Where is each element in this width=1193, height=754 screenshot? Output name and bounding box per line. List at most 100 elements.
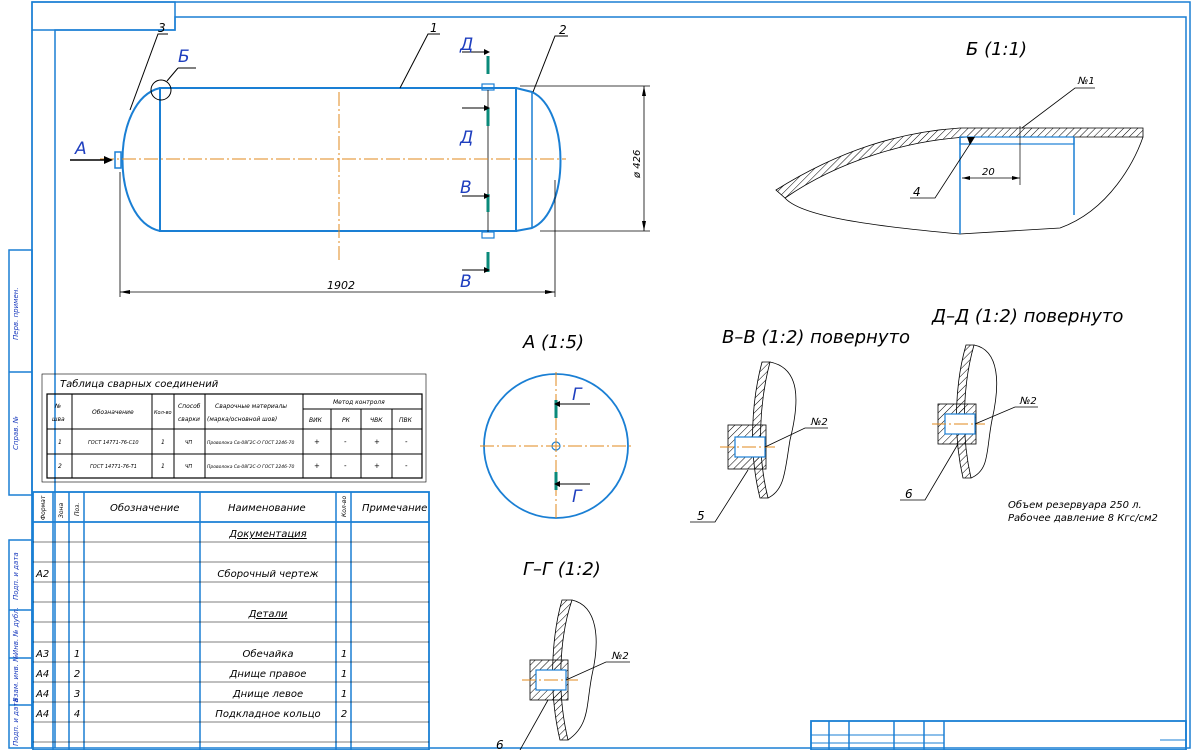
- callout-1: 1: [430, 21, 438, 35]
- side-stamp: Перв. примен. Справ. № Подп. и дата Инв.…: [8, 249, 33, 749]
- spec-cell-name: Подкладное кольцо: [215, 709, 320, 720]
- spec-table: Формат Зона Поз. Обозначение Наименовани…: [32, 491, 430, 751]
- spec-cell-name: Документация: [228, 529, 306, 540]
- mark-d-mid: Д: [459, 128, 473, 148]
- stamp-label-first-use: Перв. примен.: [12, 287, 20, 340]
- welds-cell: -: [405, 462, 408, 470]
- spec-row: А2 Сборочный чертеж: [33, 568, 429, 583]
- detail-b-mark-n1: №1: [1077, 76, 1095, 87]
- view-a: А (1:5) Г Г: [480, 332, 632, 520]
- stamp-label-ref-no: Справ. №: [12, 416, 20, 450]
- callout-2: 2: [559, 23, 567, 37]
- detail-b-marker: [150, 79, 172, 101]
- mark-d-top: Д: [459, 35, 473, 55]
- welds-cell: -: [405, 438, 408, 446]
- note-volume: Объем резервуара 250 л.: [1008, 499, 1142, 511]
- stamp-label-sign-date-1: Подп. и дата: [12, 552, 20, 600]
- detail-b-title: Б (1:1): [966, 39, 1027, 60]
- dim-20: 20: [982, 167, 995, 178]
- welds-cell: 1: [161, 439, 165, 446]
- section-vv: В–В (1:2) повернуто №2 5: [690, 327, 910, 523]
- spec-cell-pos: 4: [74, 709, 80, 720]
- spec-cell-format: А2: [35, 569, 49, 580]
- welds-row-2: 2 ГОСТ 14771-76-Т1 1 ЧП Проволока Св-08Г…: [58, 462, 408, 470]
- dim-diameter: ø 426: [632, 150, 643, 179]
- spec-cell-pos: 2: [74, 669, 80, 680]
- section-gg: Г–Г (1:2) №2 6: [496, 559, 630, 752]
- stamp-label-replace-inv: Взам. инв. №: [12, 654, 20, 702]
- section-vv-title: В–В (1:2) повернуто: [722, 327, 910, 348]
- spec-hdr-format: Формат: [40, 495, 47, 520]
- spec-cell-format: А4: [35, 669, 49, 680]
- spec-cell-qty: 2: [341, 709, 347, 720]
- welds-cell: +: [374, 438, 380, 446]
- welds-row-1: 1 ГОСТ 14771-76-С10 1 ЧП Проволока Св-08…: [58, 438, 408, 446]
- note-pressure: Рабочее давление 8 Кгс/см2: [1008, 512, 1158, 524]
- welds-cell: Проволока Св-08Г2С-О ГОСТ 2246-70: [207, 464, 294, 470]
- section-gg-callout-6: 6: [496, 738, 504, 750]
- spec-hdr-designation: Обозначение: [110, 502, 179, 514]
- welds-cell: -: [344, 462, 347, 470]
- notes: Объем резервуара 250 л. Рабочее давление…: [1008, 499, 1158, 524]
- mark-a: А: [74, 139, 87, 159]
- welds-hdr-control-1: ВИК: [309, 417, 323, 424]
- welds-cell: +: [374, 462, 380, 470]
- spec-cell-pos: 1: [74, 649, 80, 660]
- spec-cell-pos: 3: [74, 689, 80, 700]
- welds-table: Таблица сварных соединений № шва Обознач…: [41, 373, 427, 483]
- spec-cell-name: Обечайка: [243, 648, 294, 660]
- welds-cell: 1: [58, 439, 62, 446]
- mark-g-bot: Г: [572, 487, 583, 507]
- welds-hdr-num-1: №: [54, 403, 61, 410]
- spec-cell-name: Днище левое: [232, 689, 303, 700]
- spec-cell-name: Детали: [248, 609, 288, 620]
- welds-cell: 1: [161, 463, 165, 470]
- section-vv-mark-n2: №2: [810, 417, 828, 428]
- section-dd: Д–Д (1:2) повернуто №2 6: [900, 306, 1123, 501]
- welds-hdr-control-4: ПВК: [399, 417, 413, 424]
- spec-cell-format: А3: [35, 649, 49, 660]
- welds-hdr-materials-1: Сварочные материалы: [215, 403, 287, 410]
- mark-g-top: Г: [572, 385, 583, 405]
- section-dd-title: Д–Д (1:2) повернуто: [931, 306, 1123, 327]
- spec-hdr-zone: Зона: [58, 503, 65, 518]
- drawing-frame: [31, 1, 1191, 749]
- dim-length: 1902: [327, 279, 355, 292]
- callout-4: 4: [913, 185, 921, 199]
- welds-cell: ГОСТ 14771-76-Т1: [90, 464, 137, 470]
- title-block: [810, 720, 1187, 751]
- mark-b: Б: [178, 47, 190, 67]
- welds-hdr-designation: Обозначение: [92, 409, 134, 416]
- section-dd-mark-n2: №2: [1019, 396, 1037, 407]
- welds-cell: ЧП: [185, 440, 192, 446]
- spec-row: Документация: [33, 529, 429, 543]
- welds-hdr-control-2: РК: [342, 417, 351, 424]
- welds-cell: ГОСТ 14771-76-С10: [88, 440, 139, 446]
- stamp-label-sign-date-2: Подп. и дата: [12, 698, 20, 746]
- spec-hdr-name: Наименование: [228, 503, 306, 514]
- spec-cell-format: А4: [35, 709, 49, 720]
- spec-hdr-qty: Кол-во: [341, 496, 348, 517]
- welds-hdr-method-2: сварки: [178, 416, 200, 423]
- spec-cell-qty: 1: [341, 689, 347, 700]
- welds-hdr-method-1: Способ: [178, 403, 201, 410]
- view-a-title: А (1:5): [522, 332, 584, 353]
- spec-cell-format: А4: [35, 689, 49, 700]
- welds-cell: ЧП: [185, 464, 192, 470]
- section-dd-callout-6: 6: [905, 487, 913, 501]
- welds-cell: -: [344, 438, 347, 446]
- welds-hdr-control: Метод контроля: [333, 399, 385, 406]
- welds-table-title: Таблица сварных соединений: [60, 378, 219, 390]
- detail-b: Б (1:1) 20 №1 4: [775, 39, 1144, 235]
- welds-cell: 2: [58, 463, 62, 470]
- spec-cell-qty: 1: [341, 669, 347, 680]
- spec-hdr-note: Примечание: [362, 503, 427, 514]
- spec-row: А4 4 Подкладное кольцо 2: [33, 709, 429, 723]
- spec-cell-name: Сборочный чертеж: [217, 568, 318, 580]
- spec-row: А4 3 Днище левое 1: [33, 689, 429, 703]
- welds-cell: +: [314, 438, 320, 446]
